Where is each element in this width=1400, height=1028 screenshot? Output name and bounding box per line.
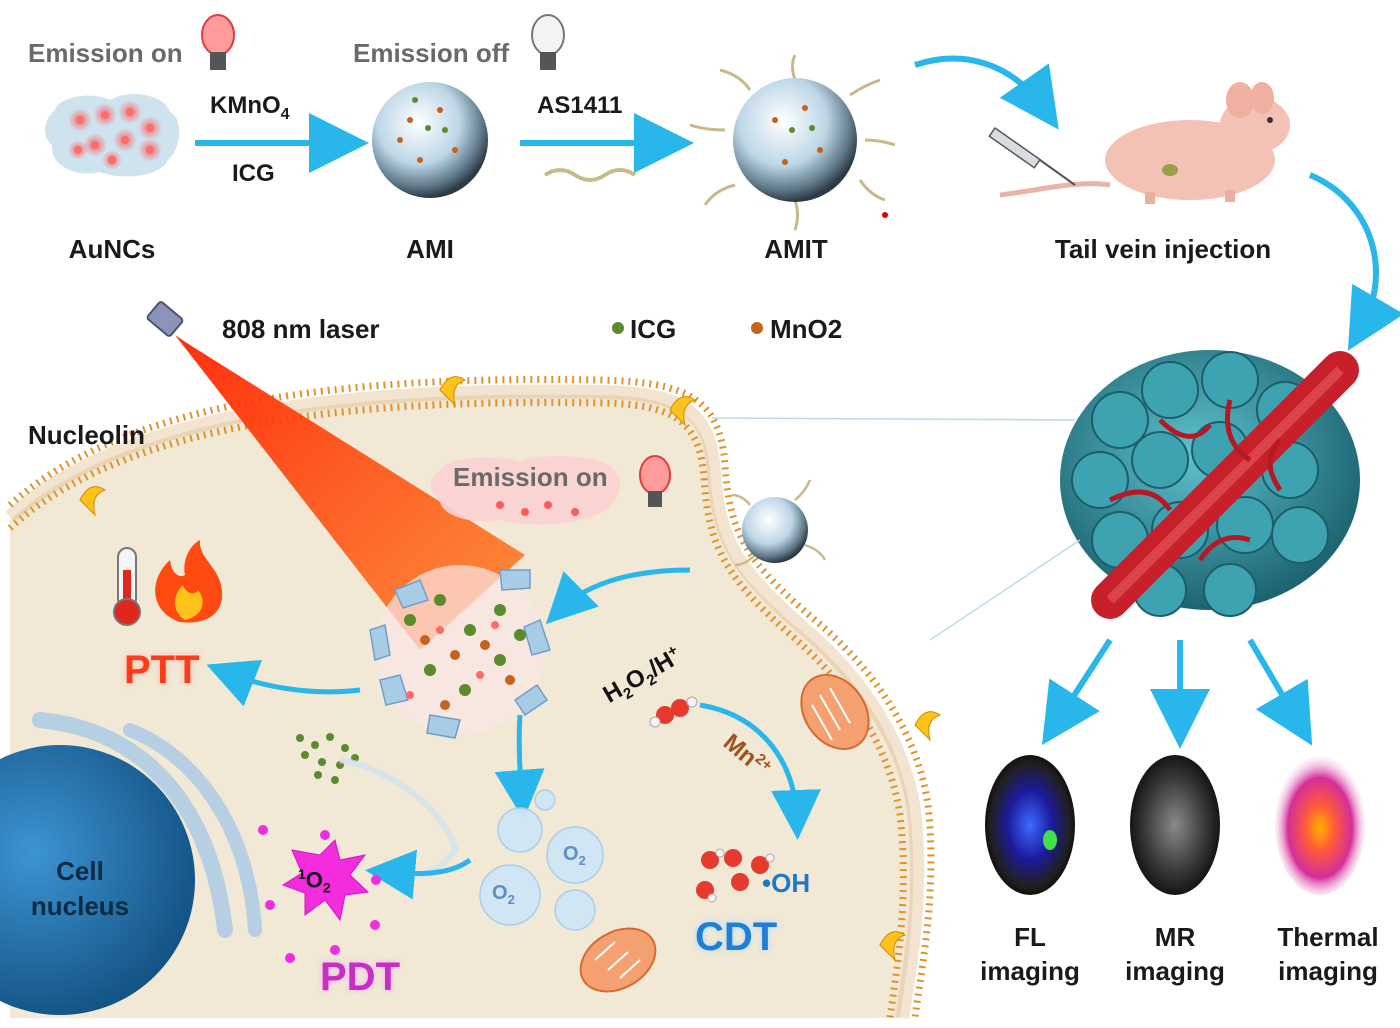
fl-image [985,755,1075,895]
mr-image [1130,755,1220,895]
ami-label: AMI [406,234,454,264]
nucleolin-receptors [79,376,942,962]
arrow-into-cell [545,567,691,625]
bulb-off-icon [531,14,565,70]
arrow-to-injection [914,55,1059,130]
nucleus-label-line1: Cell [56,856,104,886]
o2-label-b: O2 [492,882,515,907]
cell-nucleus [0,745,195,1015]
emission-on-cell-label: Emission on [453,462,608,492]
arrow-to-tumor [1308,172,1400,351]
laser-device [146,301,184,337]
degraded-nanoparticle [369,565,551,739]
injection-label: Tail vein injection [1054,234,1272,264]
emission-cloud [430,456,621,525]
fl-label-line2: imaging [980,956,1080,986]
singlet-oxygen-burst [258,825,381,963]
amit-nanoparticle [689,54,896,231]
icg-reagent-label: ICG [232,160,275,187]
amit-entering-cell [731,479,827,567]
o2-label-a: O2 [563,843,586,868]
thermal-image [1275,755,1365,895]
ami-nanoparticle [372,82,488,198]
h2o2-molecule [649,696,698,728]
fl-label-line1: FL [1014,922,1046,952]
emission-on-label: Emission on [28,38,183,68]
flame-icon [155,540,223,623]
hydroxyl-molecules [696,848,775,903]
thermometer-icon [113,547,141,626]
mr-label-line1: MR [1154,922,1196,952]
legend-icg-dot [612,322,624,334]
mr-label-line2: imaging [1125,956,1225,986]
bulb-on-icon [201,14,235,70]
tumor-with-vessels [1060,350,1360,619]
legend-icg-label: ICG [630,314,677,344]
arrow-to-cdt [699,702,821,840]
nucleus-label-line2: nucleus [30,891,130,921]
as1411-strand [543,168,637,182]
emission-off-label: Emission off [353,38,510,68]
aunc-label: AuNCs [68,234,156,264]
singlet-oxygen-label: 1O2 [298,866,331,896]
oxygen-bubbles [479,789,604,931]
pdt-label: PDT [320,955,400,999]
arrow-to-thermal [1247,638,1313,746]
legend-mno2-dot [751,322,763,334]
mouse-illustration [999,82,1290,204]
legend-mno2-label: MnO2 [770,314,843,344]
as1411-label: AS1411 [537,92,623,119]
amit-label: AMIT [764,234,828,264]
hydroxyl-label: •OH [762,868,811,898]
ptt-label: PTT [124,648,200,692]
arrow-to-ptt [206,659,361,707]
bulb-on-icon-cell [639,455,671,507]
arrow-to-pdt [365,849,472,900]
kmno4-label: KMnO4 [210,92,290,123]
thermal-label-line2: imaging [1278,956,1378,986]
thermal-label-line1: Thermal [1277,922,1379,952]
arrow-to-fl [1041,638,1113,746]
laser-label: 808 nm laser [222,314,380,344]
syringe-icon [988,126,1076,186]
nucleolin-label: Nucleolin [28,420,146,450]
arrow-to-o2 [494,714,545,820]
endoplasmic-reticulum [32,712,233,938]
cdt-label: CDT [695,915,778,959]
